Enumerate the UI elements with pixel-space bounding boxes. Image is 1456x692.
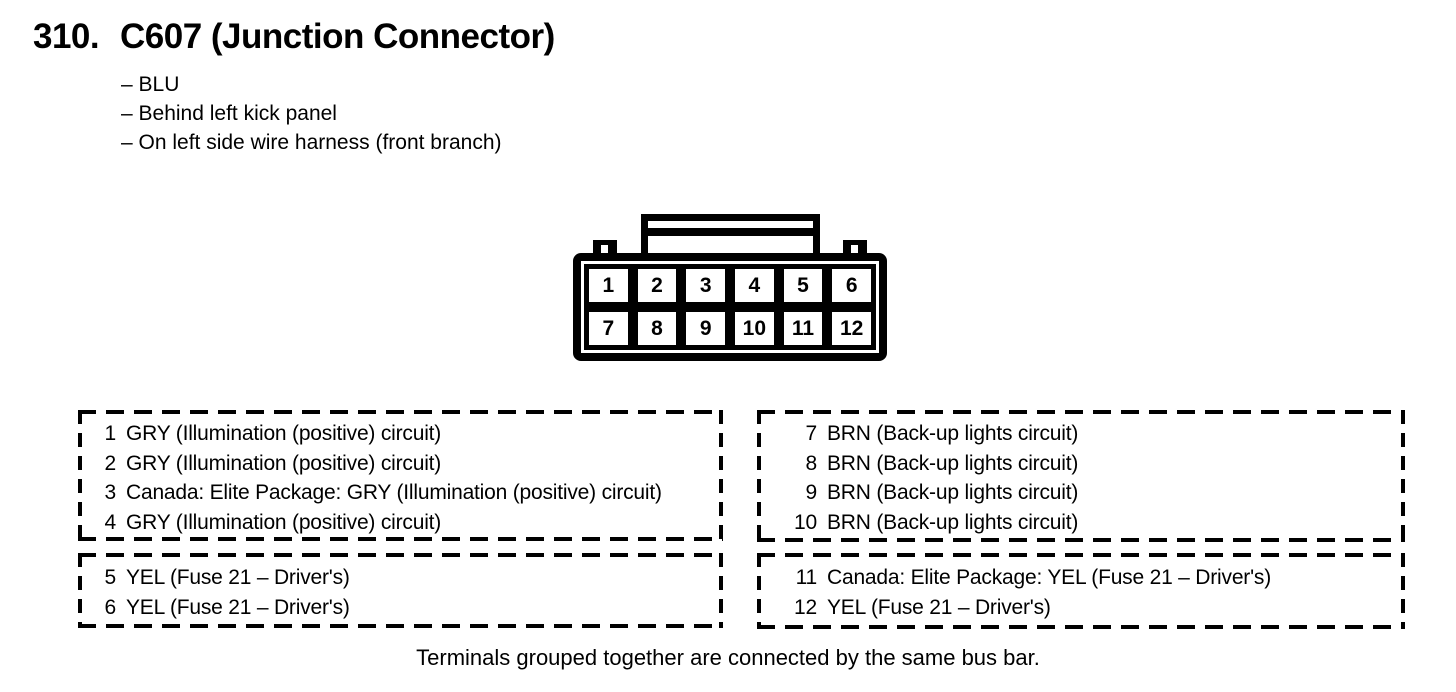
terminal-row: 8 BRN (Back-up lights circuit): [765, 449, 1405, 479]
terminal-row: 2 GRY (Illumination (positive) circuit): [86, 449, 723, 479]
terminal-row: 4 GRY (Illumination (positive) circuit): [86, 508, 723, 538]
terminal-desc: BRN (Back-up lights circuit): [827, 422, 1079, 445]
terminal-row: 6 YEL (Fuse 21 – Driver's): [86, 593, 723, 623]
pin-cell-2: 2: [632, 264, 682, 307]
terminal-row: 7 BRN (Back-up lights circuit): [765, 419, 1405, 449]
terminal-row: 12 YEL (Fuse 21 – Driver's): [765, 593, 1405, 623]
pin-cell-1: 1: [584, 264, 633, 307]
terminal-pin: 1: [104, 422, 117, 445]
terminal-pin: 7: [805, 422, 818, 445]
detail-line-location: – Behind left kick panel: [121, 102, 337, 125]
terminal-pin: 12: [794, 595, 817, 619]
terminal-row: 5 YEL (Fuse 21 – Driver's): [86, 563, 723, 593]
terminal-pin: 9: [805, 481, 818, 504]
terminal-group-fuse21-right: 11 Canada: Elite Package: YEL (Fuse 21 –…: [757, 553, 1405, 629]
connector-diagram: 1 2 3 4 5 6 7 8 9 10 11 12: [573, 214, 887, 361]
terminal-pin: 10: [794, 510, 817, 534]
terminal-group-illumination: 1 GRY (Illumination (positive) circuit) …: [78, 410, 723, 541]
terminal-desc: GRY (Illumination (positive) circuit): [126, 422, 442, 445]
terminal-row: 9 BRN (Back-up lights circuit): [765, 478, 1405, 508]
terminal-group-backup-lights: 7 BRN (Back-up lights circuit) 8 BRN (Ba…: [757, 410, 1405, 542]
terminal-desc: GRY (Illumination (positive) circuit): [126, 510, 442, 534]
terminal-desc: YEL (Fuse 21 – Driver's): [126, 566, 350, 589]
pin-cell-9: 9: [681, 307, 730, 350]
pin-cell-8: 8: [632, 307, 682, 350]
terminal-desc: GRY (Illumination (positive) circuit): [126, 451, 442, 475]
footer-note: Terminals grouped together are connected…: [416, 645, 1040, 670]
detail-line-harness: – On left side wire harness (front branc…: [121, 131, 502, 154]
terminal-desc: Canada: Elite Package: GRY (Illumination…: [126, 481, 662, 504]
terminal-pin: 6: [104, 595, 117, 619]
pin-cell-3: 3: [681, 264, 730, 307]
terminal-pin: 5: [104, 566, 117, 589]
terminal-row: 1 GRY (Illumination (positive) circuit): [86, 419, 723, 449]
terminal-desc: Canada: Elite Package: YEL (Fuse 21 – Dr…: [827, 566, 1271, 589]
connector-tab-notch: [851, 245, 858, 254]
pin-cell-5: 5: [778, 264, 828, 307]
terminal-group-fuse21-left: 5 YEL (Fuse 21 – Driver's) 6 YEL (Fuse 2…: [78, 553, 723, 628]
pin-cell-7: 7: [584, 307, 633, 350]
terminal-pin: 8: [805, 451, 818, 475]
terminal-pin: 3: [104, 481, 117, 504]
page-title: C607 (Junction Connector): [120, 17, 555, 56]
terminal-desc: BRN (Back-up lights circuit): [827, 451, 1079, 475]
terminal-row: 10 BRN (Back-up lights circuit): [765, 508, 1405, 538]
connector-details: – BLU – Behind left kick panel – On left…: [121, 70, 502, 157]
terminal-pin: 2: [104, 451, 117, 475]
terminal-row: 11 Canada: Elite Package: YEL (Fuse 21 –…: [765, 563, 1405, 593]
terminal-desc: YEL (Fuse 21 – Driver's): [126, 595, 350, 619]
pin-cell-6: 6: [827, 264, 876, 307]
pin-cell-11: 11: [778, 307, 828, 350]
terminal-desc: BRN (Back-up lights circuit): [827, 481, 1079, 504]
connector-latch-bar: [648, 228, 813, 236]
pin-cell-12: 12: [827, 307, 876, 350]
terminal-pin: 4: [104, 510, 117, 534]
terminal-row: 3 Canada: Elite Package: GRY (Illuminati…: [86, 478, 723, 508]
connector-tab-right: [843, 240, 867, 254]
pin-cell-4: 4: [730, 264, 779, 307]
connector-tab-left: [593, 240, 617, 254]
terminal-pin: 11: [795, 566, 818, 589]
connector-latch: [641, 214, 820, 253]
terminal-desc: YEL (Fuse 21 – Driver's): [827, 595, 1051, 619]
section-number: 310.: [33, 17, 100, 56]
connector-tab-notch: [601, 245, 608, 254]
terminal-desc: BRN (Back-up lights circuit): [827, 510, 1079, 534]
connector-body: 1 2 3 4 5 6 7 8 9 10 11 12: [573, 253, 887, 361]
detail-line-color: – BLU: [121, 73, 180, 96]
pin-cell-10: 10: [730, 307, 779, 350]
